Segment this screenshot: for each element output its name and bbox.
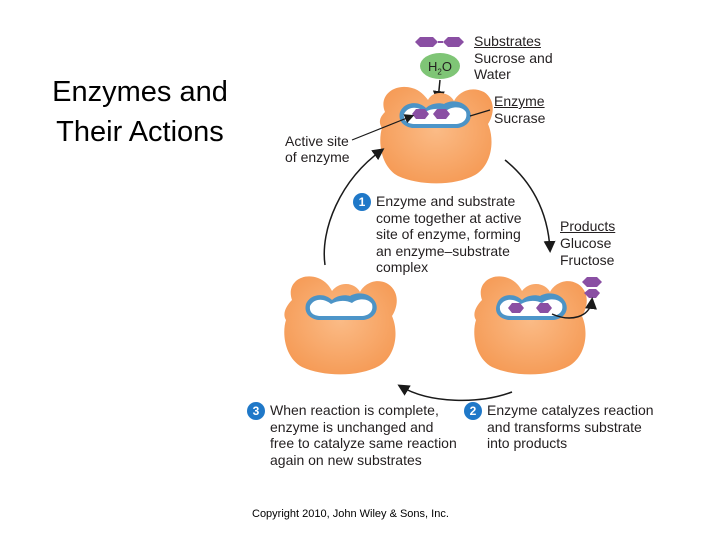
cycle-arrow-left [323, 148, 385, 266]
water-molecule [420, 53, 460, 79]
step-1-badge: 1 [353, 193, 371, 211]
step-3-text: When reaction is complete, enzyme is unc… [270, 402, 457, 468]
step-3-badge: 3 [247, 402, 265, 420]
active-site-pointer [351, 114, 415, 141]
product-glucose-label: Glucose [560, 235, 612, 251]
cycle-arrow-bottom [397, 384, 513, 402]
product-fructose-molecule [584, 289, 600, 298]
product-fructose-label: Fructose [560, 252, 615, 268]
step-1-text: Enzyme and substrate come together at ac… [376, 193, 522, 275]
enzyme-heading: Enzyme [494, 93, 545, 109]
substrate-sucrose-molecule [415, 37, 464, 47]
substrates-heading: Substrates [474, 33, 541, 49]
step-3: 3 When reaction is complete, enzyme is u… [247, 402, 457, 468]
product-glucose-molecule [582, 277, 602, 287]
substrates-name-line-2: Water [474, 66, 511, 82]
enzyme-left [284, 276, 397, 375]
step-2-text: Enzyme catalyzes reaction and transforms… [487, 402, 654, 451]
enzyme-top [379, 86, 493, 184]
slide-title: Enzymes and Their Actions [52, 76, 228, 148]
active-site-label-line-1: Active site [285, 133, 349, 149]
product-release-arrow [551, 297, 597, 319]
step-1: 1 Enzyme and substrate come together at … [353, 193, 522, 276]
cycle-arrow-right [504, 159, 556, 253]
substrates-name-line-1: Sucrose and [474, 50, 553, 66]
enzyme-pointer [469, 109, 491, 117]
copyright-notice: Copyright 2010, John Wiley & Sons, Inc. [252, 508, 449, 520]
enzyme-name: Sucrase [494, 110, 546, 126]
step-2-badge: 2 [464, 402, 482, 420]
active-site-label-line-2: of enzyme [285, 149, 350, 165]
water-label: H2O [428, 59, 452, 77]
step-2: 2 Enzyme catalyzes reaction and transfor… [464, 402, 654, 452]
enzyme-right [474, 276, 587, 375]
products-heading: Products [560, 218, 616, 234]
